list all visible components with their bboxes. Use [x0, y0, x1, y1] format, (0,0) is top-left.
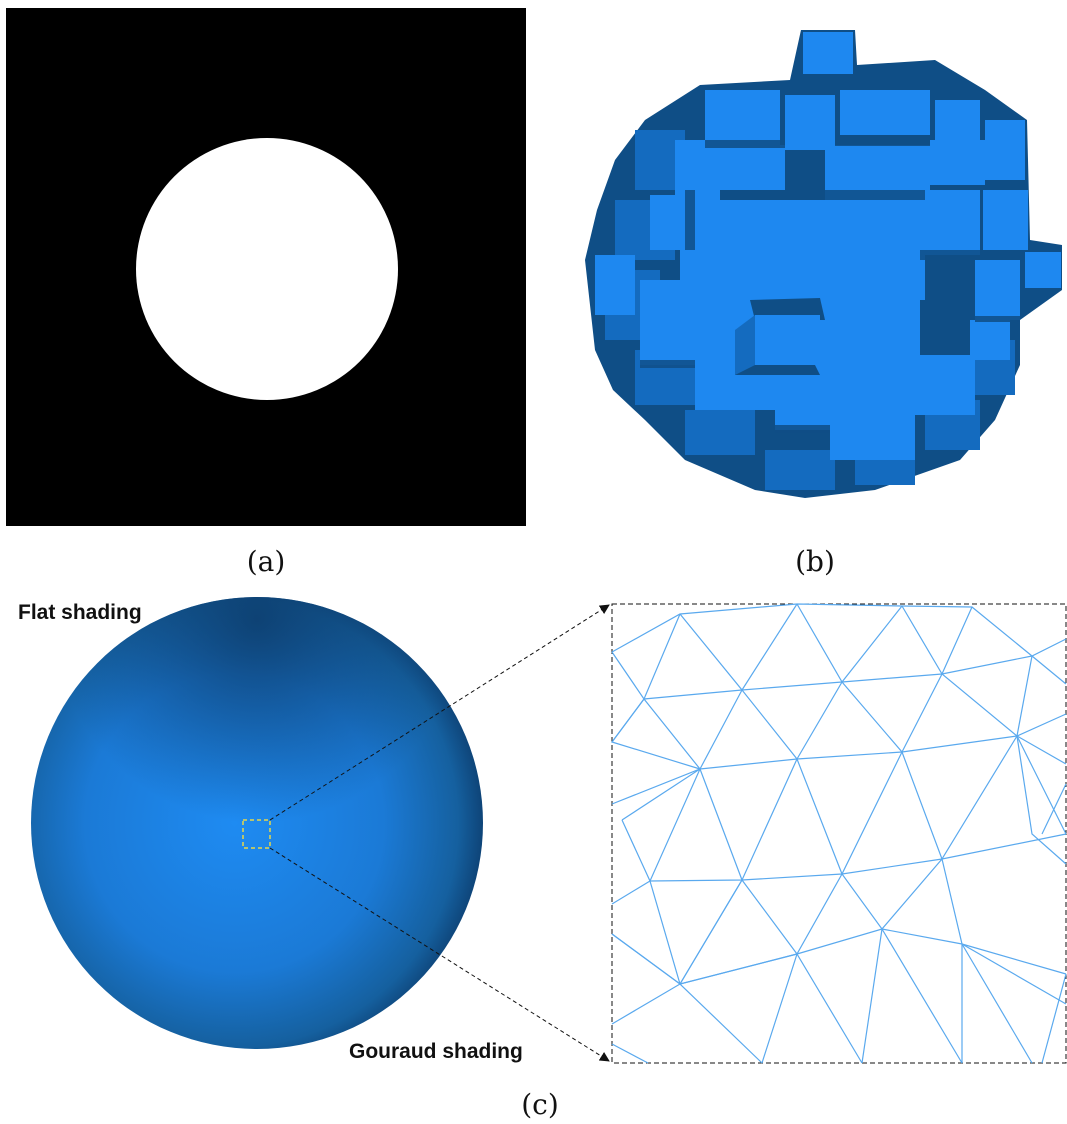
smooth-sphere-panel — [0, 585, 1067, 1085]
binary-disk-image — [6, 8, 526, 526]
mesh-zoom-frame — [612, 604, 1066, 1063]
flat-shading-label: Flat shading — [18, 601, 142, 625]
disk-svg — [6, 8, 526, 526]
caption-a: (a) — [196, 545, 336, 578]
caption-c: (c) — [470, 1088, 610, 1121]
voxel-svg — [575, 20, 1067, 510]
flat-shading-overlay — [31, 597, 483, 1049]
white-disk — [136, 138, 398, 400]
voxelized-sphere — [575, 20, 1067, 510]
caption-b: (b) — [745, 545, 885, 578]
gouraud-shading-label: Gouraud shading — [349, 1040, 523, 1064]
sphere-mesh-svg — [0, 585, 1067, 1085]
